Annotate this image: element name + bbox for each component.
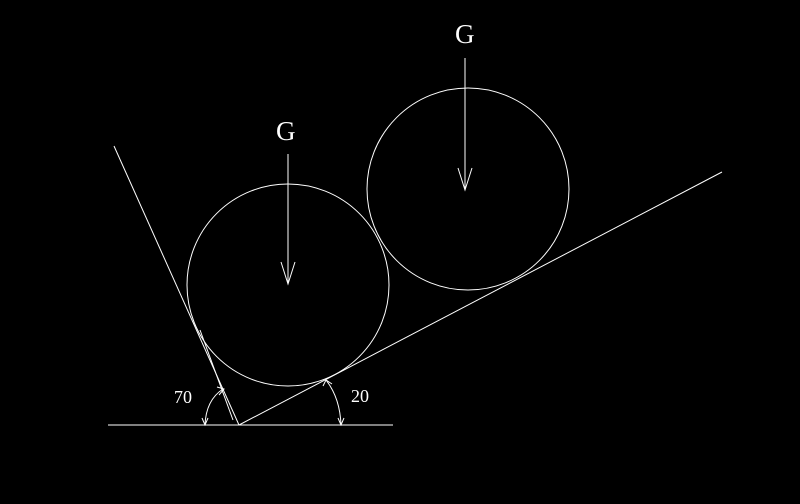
- left-incline-wall: [113, 145, 240, 426]
- angle-arc-right: [325, 379, 342, 426]
- angle-arc-right-head-bottom: [337, 417, 345, 427]
- angle-arc-left-head-bottom: [201, 417, 209, 427]
- angle-arc-left: [204, 388, 224, 426]
- weight-arrowhead-left: [280, 261, 296, 286]
- angle-label-right: 20: [351, 386, 369, 406]
- angle-label-left: 70: [174, 387, 192, 407]
- weight-label-left: G: [276, 116, 296, 146]
- wall-contact-segment: [199, 329, 234, 421]
- ball-right: [366, 87, 570, 291]
- weight-label-right: G: [455, 19, 475, 49]
- right-incline-plane: [238, 171, 723, 426]
- weight-arrowhead-right: [457, 167, 473, 192]
- angle-arc-right-head-top: [322, 379, 333, 387]
- angle-arc-left-head-top: [216, 386, 225, 396]
